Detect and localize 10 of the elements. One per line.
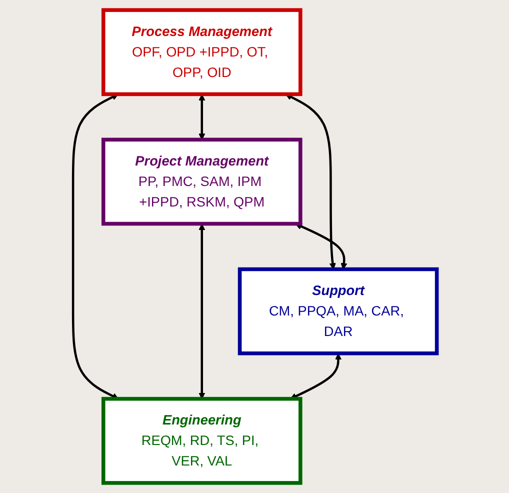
arrow	[198, 94, 205, 140]
node-box: Engineering REQM, RD, TS, PI, VER, VAL	[101, 396, 302, 485]
node-box: Support CM, PPQA, MA, CAR, DAR	[237, 267, 438, 356]
arrow	[198, 224, 205, 400]
arrow	[285, 94, 336, 270]
node-box: Project Management PP, PMC, SAM, IPM +IPPD, RSKM, QPM	[101, 138, 302, 226]
arrow	[294, 223, 347, 270]
arrow	[71, 94, 118, 400]
node-box: Process Management OPF, OPD +IPPD, OT, OPP, OID	[101, 8, 302, 96]
arrow	[290, 353, 342, 400]
